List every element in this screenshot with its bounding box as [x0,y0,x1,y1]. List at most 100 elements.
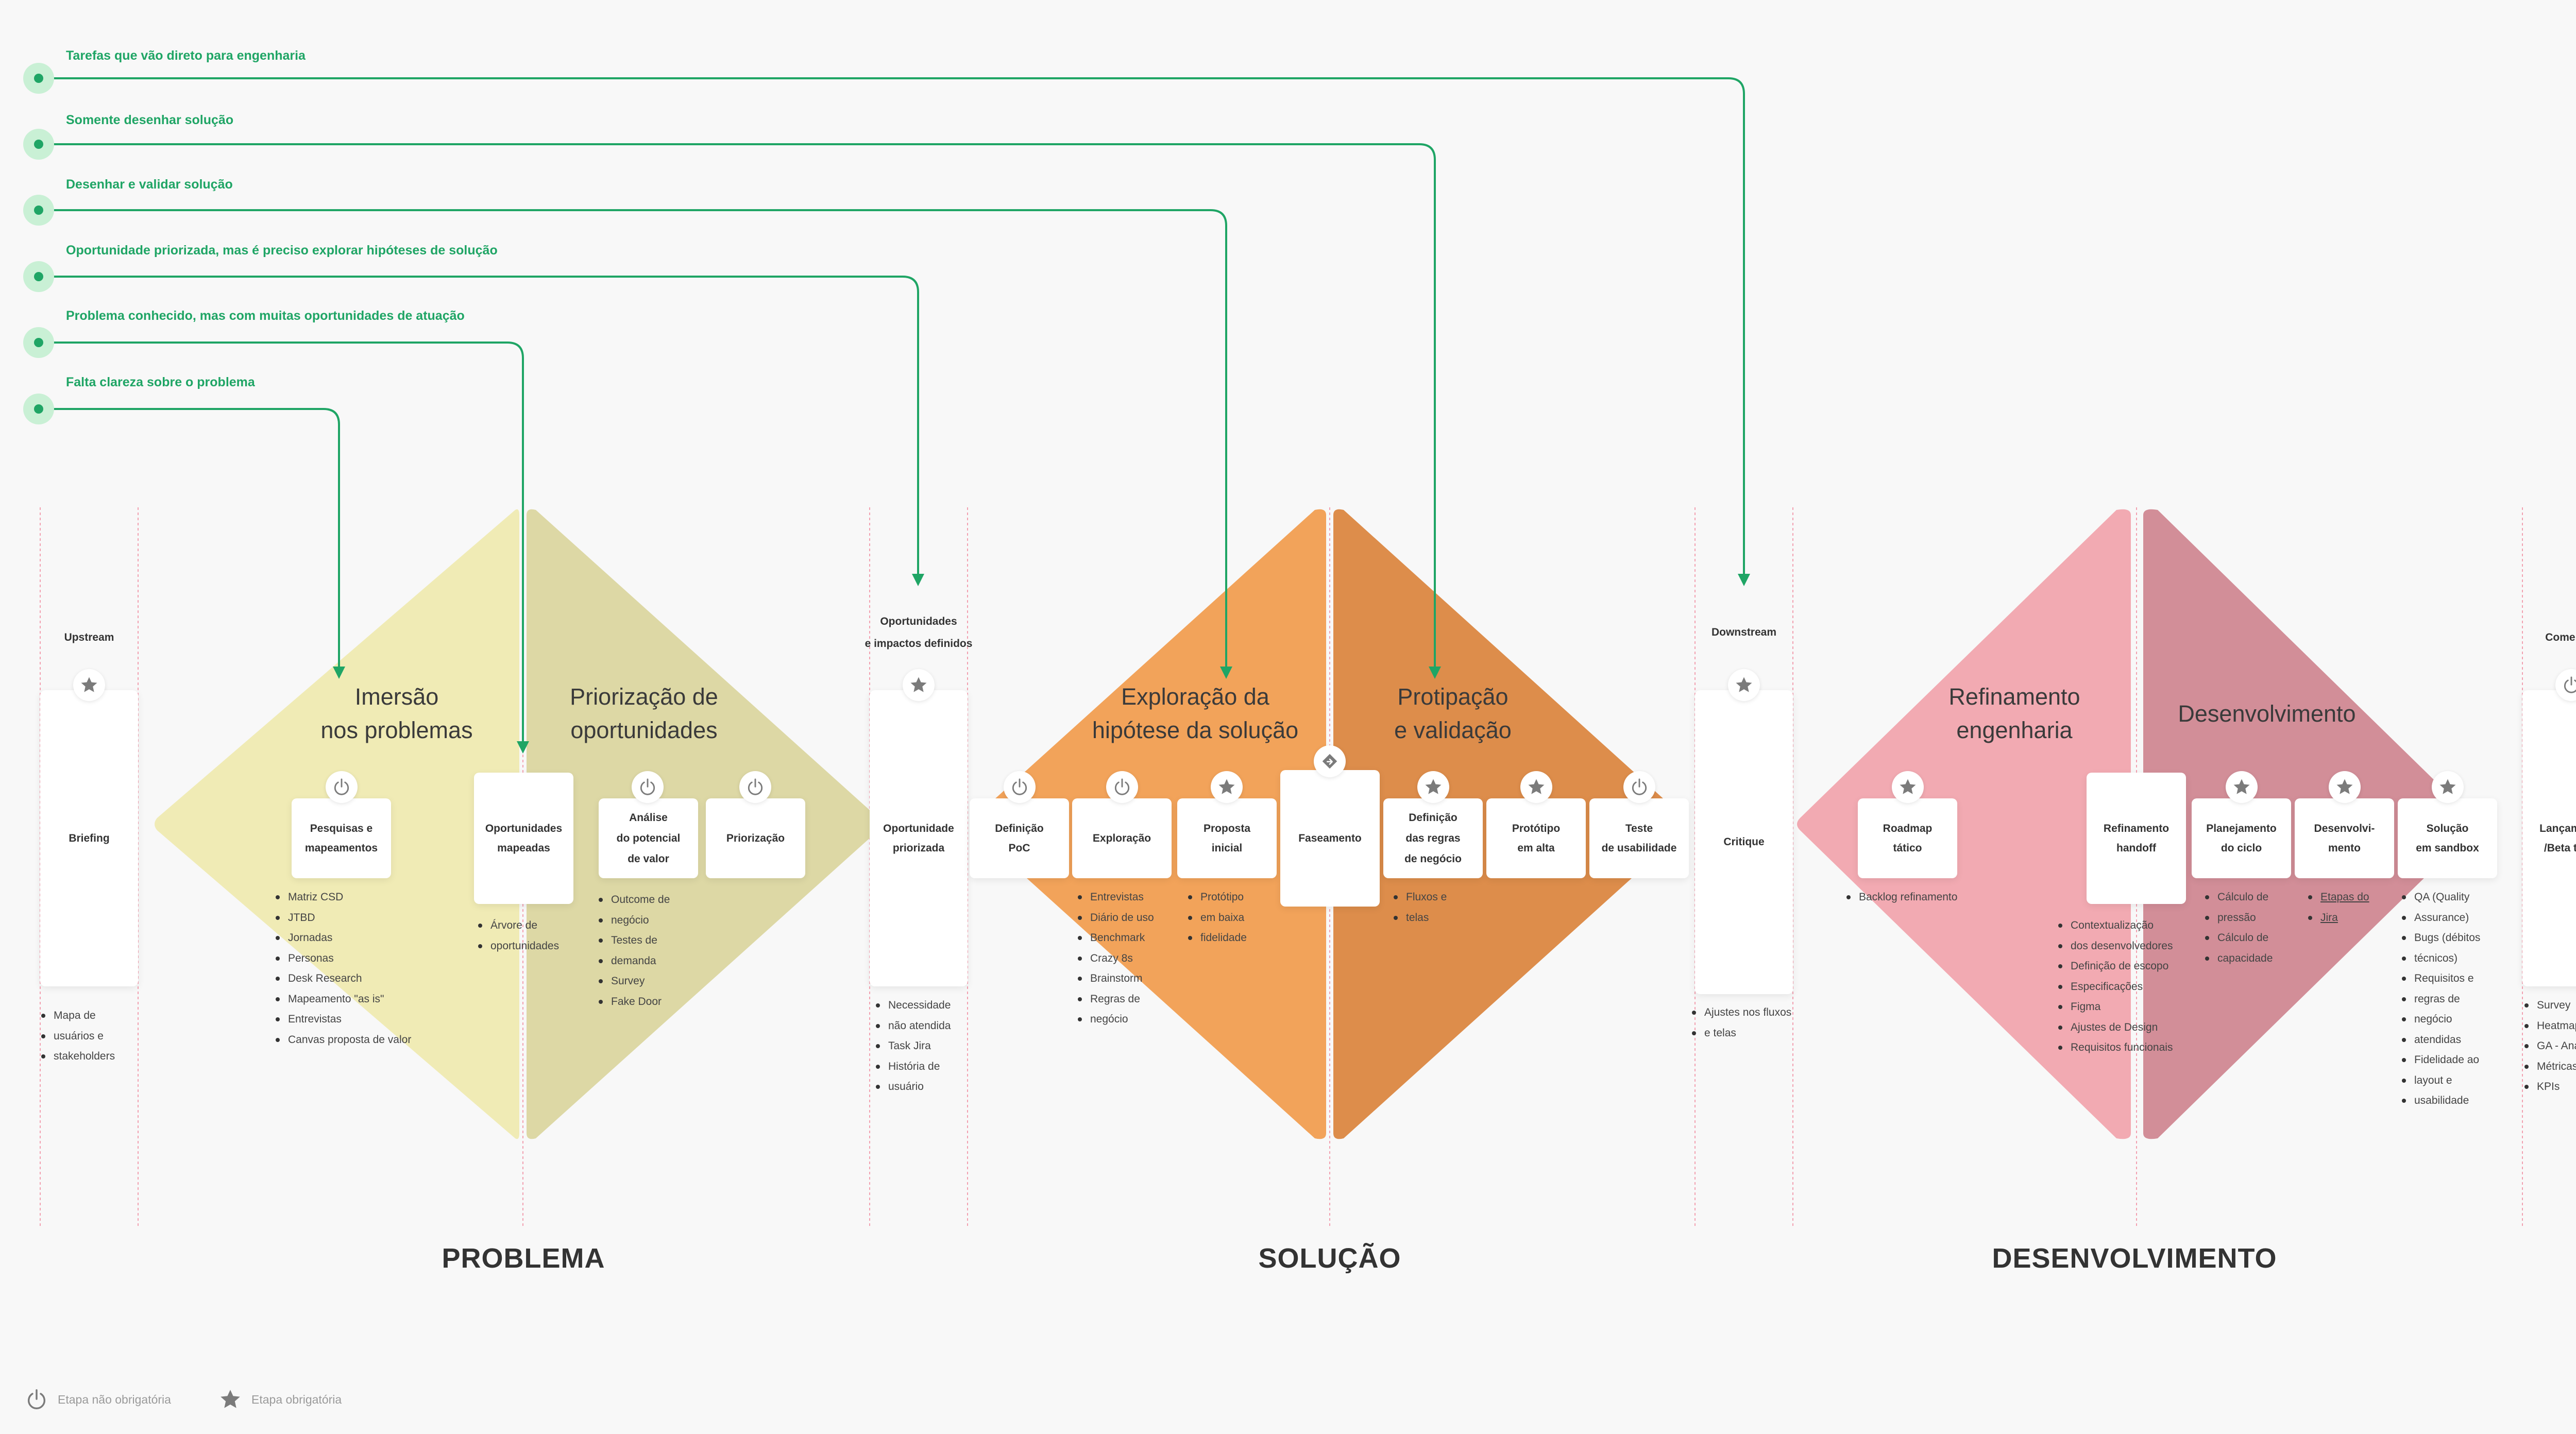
list-item: Mapa de [41,1005,115,1026]
list-item: atendidas [2402,1030,2480,1050]
power-icon [632,771,664,803]
list-item: Testes de [599,930,670,951]
step-cycle-planning[interactable]: Planejamento do ciclo [2192,798,2291,878]
list-item: negócio [599,910,670,931]
upstream-bullets: Mapa de usuários e stakeholders [41,1005,115,1067]
list-item: Fidelidade ao [2402,1050,2480,1070]
list-item: Protótipo [1188,887,1247,908]
list-item: Mapeamento "as is" [276,989,411,1010]
business-rules-bullets: Fluxos e telas [1394,887,1447,928]
list-item: não atendida [876,1016,951,1036]
proposal-bullets: Protótipo em baixa fidelidade [1188,887,1247,948]
briefing-card[interactable]: Briefing [40,690,138,986]
star-icon [2432,771,2464,803]
list-item: KPIs [2524,1077,2576,1097]
step-phasing[interactable]: Faseamento [1280,770,1380,907]
step-roadmap[interactable]: Roadmap tático [1858,798,1957,878]
step-prioritization[interactable]: Priorização [706,798,805,878]
step-development[interactable]: Desenvolvi- mento [2295,798,2394,878]
step-mapped-opportunities[interactable]: Oportunidades mapeadas [474,773,573,904]
list-item: negócio [2402,1009,2480,1030]
exploration-bullets: Entrevistas Diário de uso Benchmark Craz… [1078,887,1154,1030]
list-item: fidelidade [1188,928,1247,948]
flow-line-many-opportunities [39,342,524,745]
list-item: usuários e [41,1026,115,1047]
step-sandbox[interactable]: Solução em sandbox [2398,798,2497,878]
star-icon [1728,669,1760,701]
cycle-bullets: Cálculo de pressão Cálculo de capacidade [2205,887,2273,968]
list-item: regras de [2402,989,2480,1010]
star-icon [2329,771,2361,803]
list-item: Crazy 8s [1078,948,1154,969]
list-item: Backlog refinamento [1846,887,1957,908]
list-item: negócio [1078,1009,1154,1030]
list-item: Requisitos funcionais [2058,1037,2173,1058]
power-icon [1623,771,1655,803]
star-icon [2226,771,2258,803]
opportunities-bullets: Necessidade não atendida Task Jira Histó… [876,995,951,1097]
list-item: Brainstorm [1078,968,1154,989]
step-value-analysis[interactable]: Análise do potencial de valor [599,798,698,878]
power-icon [326,771,358,803]
list-item: Especificações [2058,977,2173,997]
step-exploration[interactable]: Exploração [1072,798,1172,878]
research-bullets: Matriz CSD JTBD Jornadas Personas Desk R… [276,887,411,1050]
power-icon [739,771,771,803]
power-icon [25,1388,48,1411]
list-item: Contextualização [2058,915,2173,936]
commercial-label: Comercial [2545,631,2576,643]
legend-optional-label: Etapa não obrigatória [58,1393,171,1406]
list-item: Task Jira [876,1036,951,1056]
list-item: Ajustes de Design [2058,1017,2173,1038]
opportunity-prioritized-card[interactable]: Oportunidade priorizada [870,690,968,986]
list-item: Necessidade [876,995,951,1016]
step-usability-test[interactable]: Teste de usabilidade [1589,798,1689,878]
phase-title-refinement: Refinamento engenharia [1948,684,2080,743]
jira-link[interactable]: Jira [2320,911,2338,924]
step-handoff[interactable]: Refinamento handoff [2087,773,2186,904]
critique-card[interactable]: Critique [1695,690,1793,994]
list-item: Cálculo de [2205,887,2273,908]
list-item: Entrevistas [276,1009,411,1030]
step-business-rules[interactable]: Definição das regras de negócio [1383,798,1483,878]
star-icon [1892,771,1924,803]
phase-title-prioritization: Priorização de oportunidades [570,684,718,743]
phase-title-prototyping: Protipação e validação [1394,684,1512,743]
star-icon [1211,771,1243,803]
upstream-label: Upstream [64,631,114,643]
list-item: História de [876,1056,951,1077]
opportunities-label: Oportunidades e impactos definidos [865,616,973,650]
list-item: Cálculo de [2205,928,2273,948]
list-item: Ajustes nos fluxos [1692,1002,1791,1023]
list-item: Diário de uso [1078,908,1154,928]
flow-line-explore-hypotheses [39,276,919,578]
mapped-bullets: Árvore de oportunidades [478,915,559,956]
list-item: Requisitos e [2402,968,2480,989]
power-icon [1106,771,1138,803]
section-label-problem: PROBLEMA [442,1243,605,1274]
list-item: oportunidades [478,936,559,957]
flow-line-design-validate [39,209,1227,671]
list-item: capacidade [2205,948,2273,969]
list-item: Jira [2308,908,2369,928]
jira-link[interactable]: Etapas do [2320,891,2369,903]
list-item: usabilidade [2402,1090,2480,1111]
star-icon [1520,771,1552,803]
development-bullets: Etapas do Jira [2308,887,2369,928]
star-icon [73,669,105,701]
step-proposal[interactable]: Proposta inicial [1177,798,1277,878]
list-item: Matriz CSD [276,887,411,908]
step-hifi-prototype[interactable]: Protótipo em alta [1486,798,1586,878]
step-poc[interactable]: Definição PoC [970,798,1069,878]
handoff-bullets: Contextualização dos desenvolvedores Def… [2058,915,2173,1058]
list-item: pressão [2205,908,2273,928]
launch-card[interactable]: Lançamento /Beta teste [2522,690,2576,986]
step-research[interactable]: Pesquisas e mapeamentos [292,798,391,878]
list-item: Desk Research [276,968,411,989]
flow-line-engineering [39,77,1745,578]
power-icon [1004,771,1036,803]
commercial-bullets: Survey Heatmap GA - Analytics Métricas e… [2524,995,2576,1097]
list-item: usuário [876,1077,951,1097]
list-item: Definição de escopo [2058,956,2173,977]
